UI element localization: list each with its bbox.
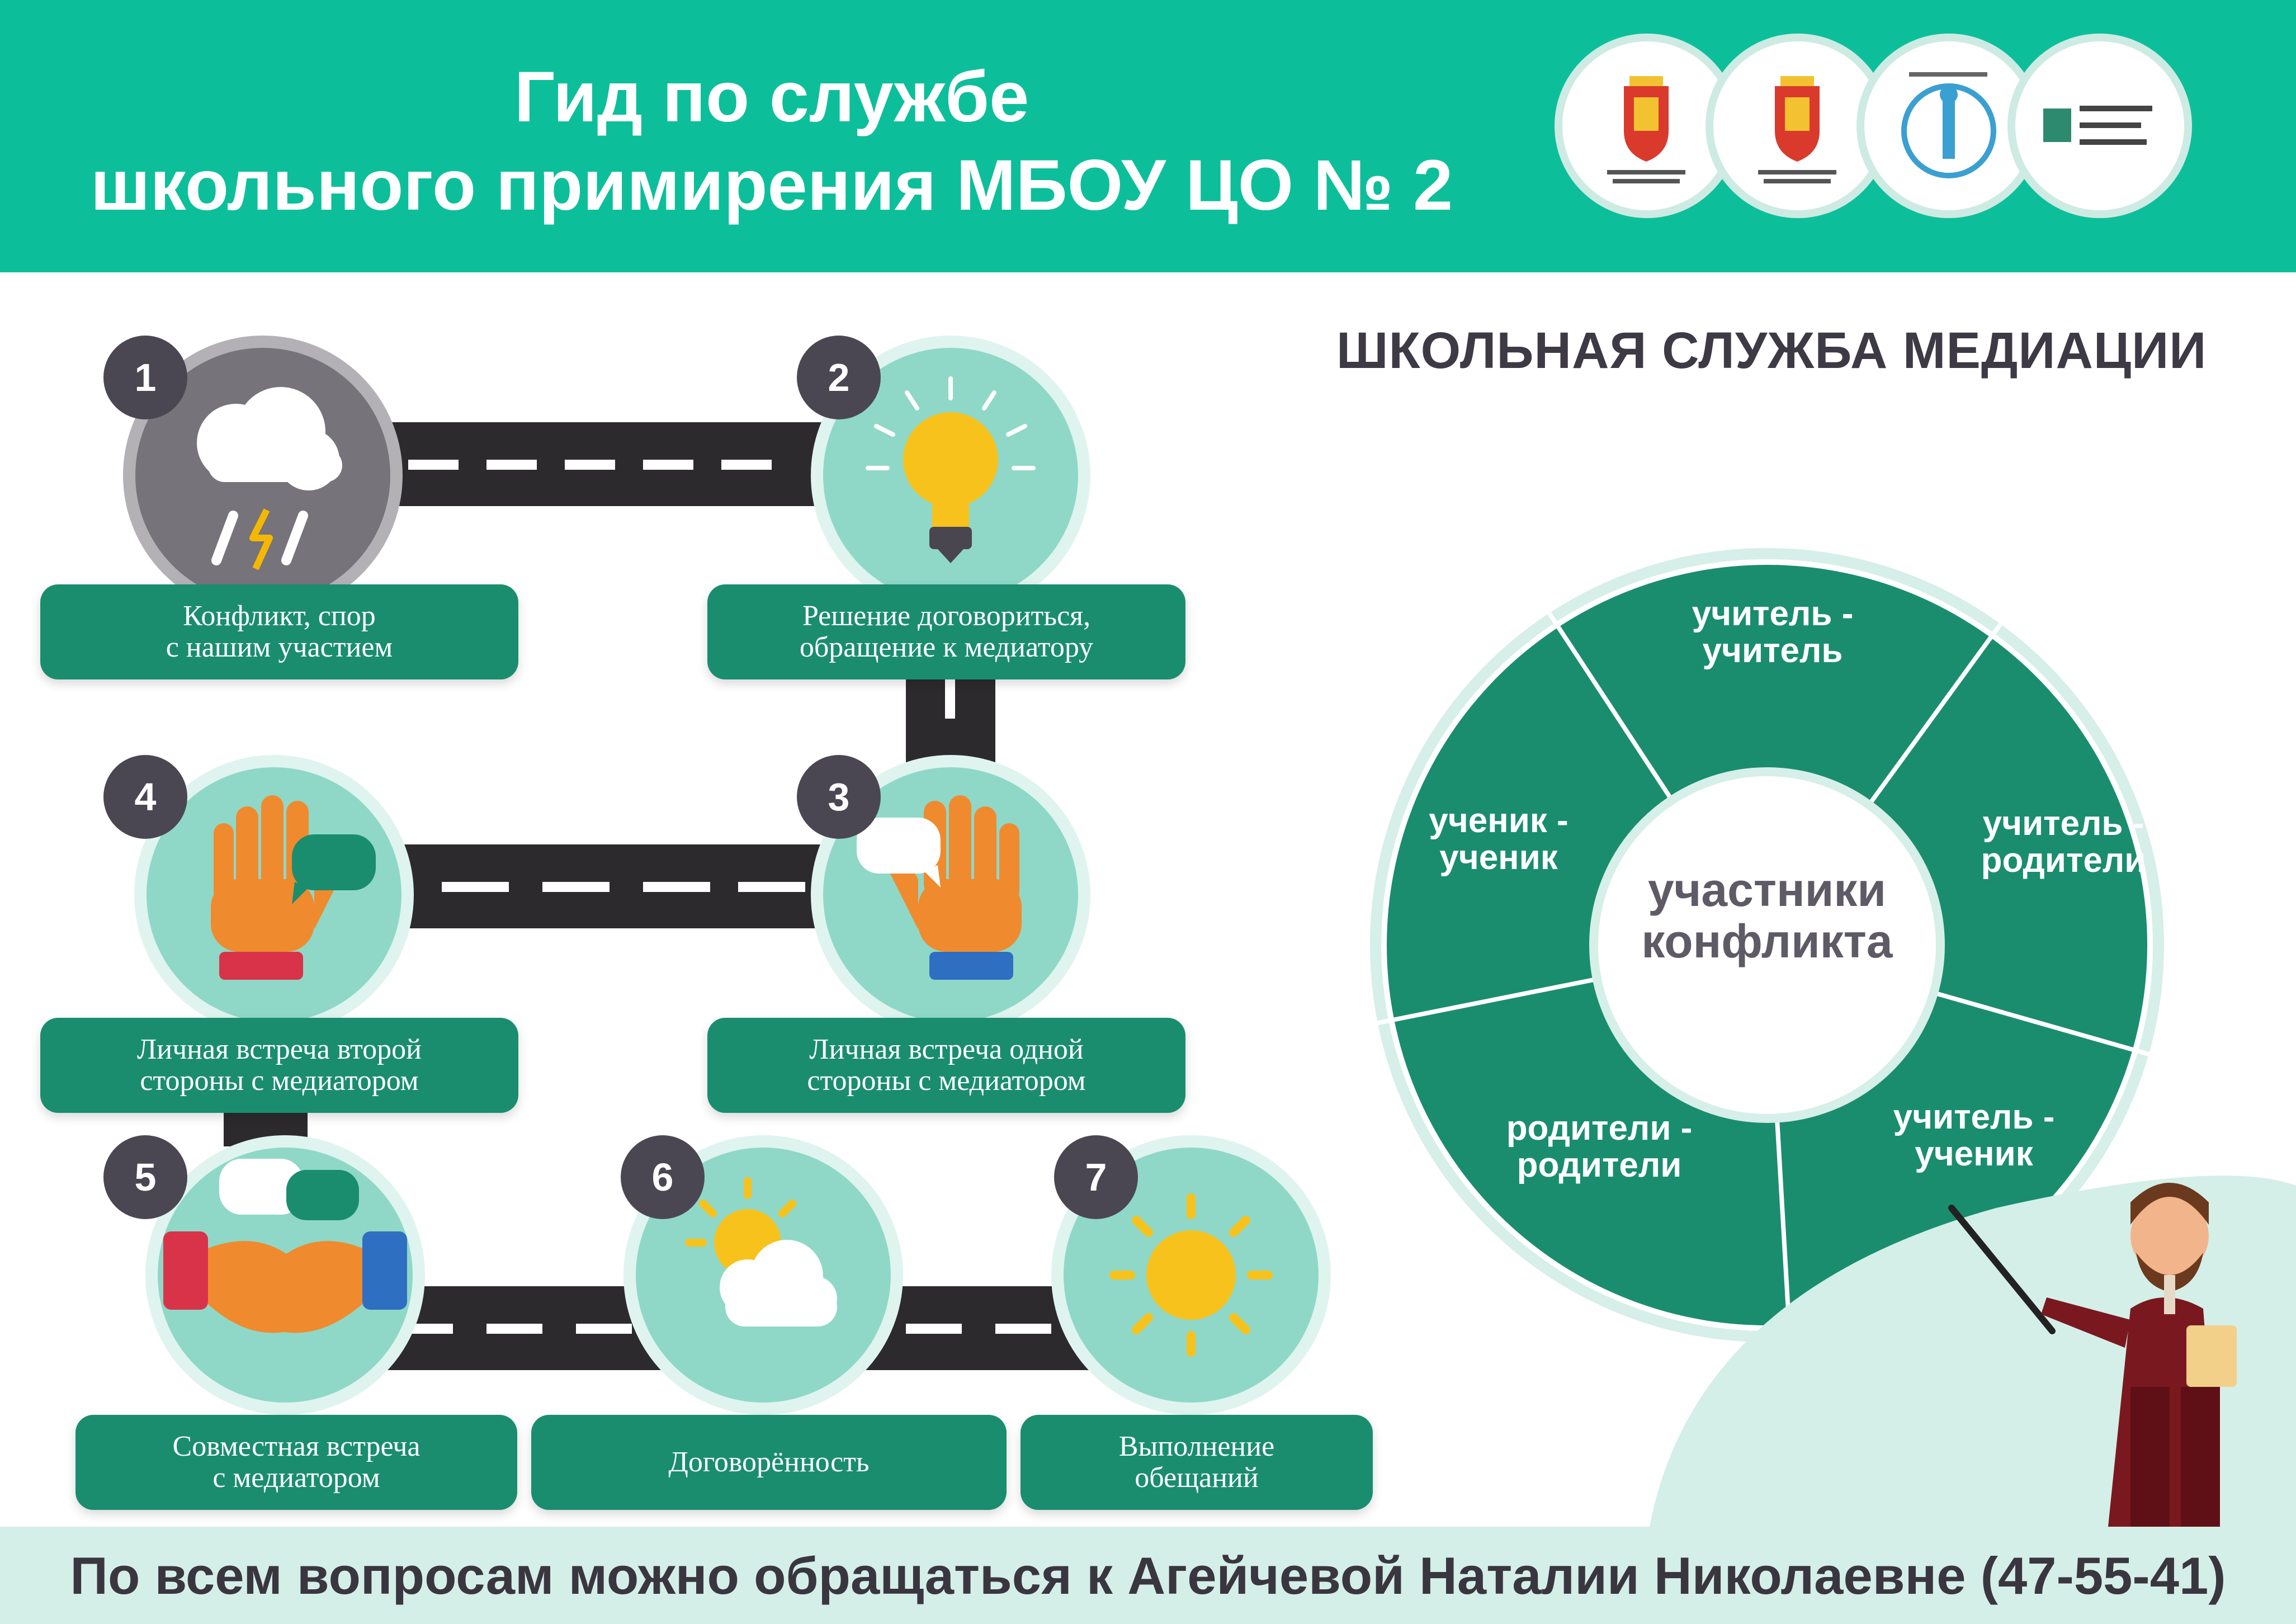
road-dash <box>738 882 805 892</box>
road-dash <box>408 460 459 470</box>
segment-teacher-parents: учитель - родители <box>1981 804 2146 880</box>
title-line-1: Гид по службе <box>514 57 1029 137</box>
segment-parents-parents: родители - родители <box>1506 1109 1693 1184</box>
road-dash <box>486 1324 542 1334</box>
road-dash <box>576 1324 632 1334</box>
road-dash <box>906 1324 962 1334</box>
step-1-label: Конфликт, спор с нашим участием <box>40 584 518 679</box>
road-dash <box>542 882 610 892</box>
step-4-number: 4 <box>103 755 187 839</box>
wheel-center-label: участники конфликта <box>1641 863 1893 967</box>
footer-banner: По всем вопросам можно обращаться к Агей… <box>0 1527 2296 1624</box>
step-6-number: 6 <box>621 1135 705 1219</box>
step-3-label: Личная встреча одной стороны с медиаторо… <box>707 1018 1185 1113</box>
road-dash <box>643 882 710 892</box>
sun-icon <box>1109 1193 1273 1357</box>
segment-student-student: ученик - ученик <box>1429 801 1569 877</box>
road-dash <box>442 882 509 892</box>
step-3-number: 3 <box>797 755 881 839</box>
raised-hand-chat-icon <box>857 795 1022 980</box>
step-5-circle <box>145 1135 425 1415</box>
segment-teacher-teacher: учитель - учитель <box>1692 594 1854 670</box>
raised-hand-chat-icon <box>211 795 376 980</box>
teacher-illustration <box>1650 1175 2296 1527</box>
step-4-label: Личная встреча второй стороны с медиатор… <box>40 1018 518 1113</box>
road-dash <box>995 1324 1051 1334</box>
mediation-title: ШКОЛЬНАЯ СЛУЖБА МЕДИАЦИИ <box>1336 322 2207 379</box>
mediation-wheel <box>1370 548 2164 1342</box>
sun-cloud-icon <box>685 1177 837 1326</box>
step-5-number: 5 <box>103 1135 187 1219</box>
step-7-label: Выполнение обещаний <box>1021 1415 1373 1510</box>
school-service-logo-icon <box>2007 34 2192 218</box>
storm-cloud-icon <box>197 387 342 570</box>
handshake-icon <box>163 1159 407 1333</box>
road-dash <box>486 460 537 470</box>
step-5-label: Совместная встреча с медиатором <box>75 1415 517 1510</box>
step-6-label: Договорённость <box>531 1415 1007 1510</box>
road-dash <box>643 460 693 470</box>
page-title: Гид по службе школьного примирения МБОУ … <box>0 53 1543 230</box>
road-dash <box>721 460 772 470</box>
segment-teacher-student: учитель - ученик <box>1893 1098 2055 1173</box>
step-7-number: 7 <box>1054 1135 1138 1219</box>
header-banner: Гид по службе школьного примирения МБОУ … <box>0 0 2296 272</box>
title-line-2: школьного примирения МБОУ ЦО № 2 <box>90 145 1453 225</box>
step-1-number: 1 <box>103 336 187 419</box>
contact-text: По всем вопросам можно обращаться к Агей… <box>70 1546 2226 1605</box>
road-dash <box>565 460 615 470</box>
step-2-number: 2 <box>797 336 881 419</box>
road-dash <box>945 679 955 719</box>
lightbulb-icon <box>866 376 1036 563</box>
partner-logos <box>1555 34 2226 235</box>
step-2-label: Решение договориться, обращение к медиат… <box>707 584 1185 679</box>
